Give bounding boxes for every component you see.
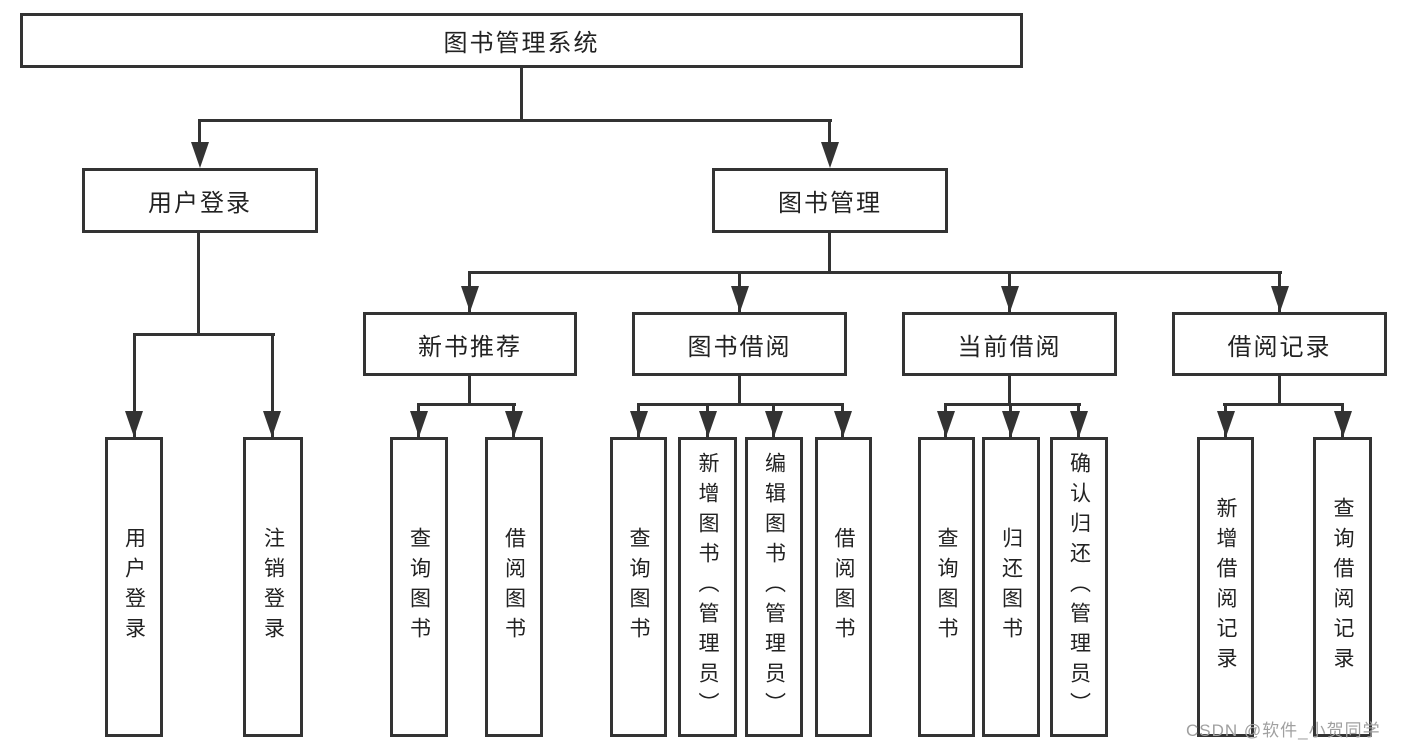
- connector-line: [417, 403, 516, 406]
- leaf-query-books-current-label: 查询图书: [935, 527, 958, 647]
- leaf-user-login-label: 用户登录: [122, 527, 146, 647]
- connector-line: [1223, 403, 1344, 406]
- arrow-down-icon: [630, 411, 648, 437]
- leaf-edit-book-admin-label: 编辑图书（管理员）: [762, 452, 786, 722]
- leaf-user-login: 用户登录: [105, 437, 163, 737]
- arrow-down-icon: [1217, 411, 1235, 437]
- connector-line: [1008, 374, 1011, 406]
- arrow-down-icon: [765, 411, 783, 437]
- node-book-borrowing-label: 图书借阅: [687, 333, 792, 361]
- node-new-book-recommendation: 新书推荐: [363, 312, 577, 376]
- connector-line: [468, 271, 1282, 274]
- leaf-borrow-books-recommend: 借阅图书: [485, 437, 543, 737]
- node-borrowing-records: 借阅记录: [1172, 312, 1387, 376]
- leaf-query-books-borrowing: 查询图书: [610, 437, 667, 737]
- arrow-down-icon: [1002, 411, 1020, 437]
- node-library-management-system-label: 图书管理系统: [443, 30, 600, 57]
- connector-line: [468, 374, 471, 406]
- leaf-query-books-recommend-label: 查询图书: [407, 527, 431, 647]
- arrow-down-icon: [937, 411, 955, 437]
- leaf-add-book-admin-label: 新增图书（管理员）: [696, 452, 719, 722]
- connector-line: [1278, 374, 1281, 406]
- connector-line: [133, 333, 275, 336]
- connector-line: [520, 68, 523, 122]
- node-current-borrowing-label: 当前借阅: [957, 333, 1062, 361]
- leaf-borrow-books-recommend-label: 借阅图书: [502, 527, 526, 647]
- leaf-query-borrow-record: 查询借阅记录: [1313, 437, 1372, 737]
- node-new-book-recommendation-label: 新书推荐: [418, 333, 522, 361]
- node-book-management: 图书管理: [712, 168, 948, 233]
- node-book-borrowing: 图书借阅: [632, 312, 847, 376]
- leaf-return-books-label: 归还图书: [999, 527, 1023, 647]
- connector-line: [198, 119, 201, 147]
- node-book-management-label: 图书管理: [778, 190, 882, 217]
- connector-line: [198, 119, 832, 122]
- leaf-confirm-return-admin-label: 确认归还（管理员）: [1067, 452, 1091, 722]
- connector-line: [197, 233, 200, 336]
- connector-line: [271, 333, 274, 437]
- arrow-down-icon: [125, 411, 143, 437]
- connector-line: [944, 403, 1081, 406]
- arrow-down-icon: [410, 411, 428, 437]
- leaf-add-borrow-record-label: 新增借阅记录: [1214, 497, 1237, 677]
- arrow-down-icon: [191, 142, 209, 168]
- connector-line: [828, 119, 831, 147]
- arrow-down-icon: [263, 411, 281, 437]
- arrow-down-icon: [699, 411, 717, 437]
- arrow-down-icon: [821, 142, 839, 168]
- leaf-add-borrow-record: 新增借阅记录: [1197, 437, 1254, 737]
- node-user-login-label: 用户登录: [148, 190, 252, 217]
- arrow-down-icon: [731, 286, 749, 312]
- arrow-down-icon: [1334, 411, 1352, 437]
- csdn-watermark: CSDN @软件_小贺同学: [1186, 721, 1381, 740]
- connector-line: [828, 233, 831, 274]
- leaf-logout-login-label: 注销登录: [261, 527, 285, 647]
- leaf-borrow-books-borrowing-label: 借阅图书: [832, 527, 855, 647]
- node-library-management-system: 图书管理系统: [20, 13, 1023, 68]
- node-current-borrowing: 当前借阅: [902, 312, 1117, 376]
- connector-line: [133, 333, 136, 437]
- leaf-add-book-admin: 新增图书（管理员）: [678, 437, 737, 737]
- arrow-down-icon: [1271, 286, 1289, 312]
- leaf-confirm-return-admin: 确认归还（管理员）: [1050, 437, 1108, 737]
- node-borrowing-records-label: 借阅记录: [1227, 333, 1332, 361]
- arrow-down-icon: [1001, 286, 1019, 312]
- leaf-return-books: 归还图书: [982, 437, 1040, 737]
- leaf-query-books-borrowing-label: 查询图书: [627, 527, 650, 647]
- leaf-logout-login: 注销登录: [243, 437, 303, 737]
- arrow-down-icon: [505, 411, 523, 437]
- node-user-login: 用户登录: [82, 168, 318, 233]
- connector-line: [738, 374, 741, 406]
- arrow-down-icon: [1070, 411, 1088, 437]
- leaf-edit-book-admin: 编辑图书（管理员）: [745, 437, 803, 737]
- leaf-query-borrow-record-label: 查询借阅记录: [1331, 497, 1354, 677]
- arrow-down-icon: [461, 286, 479, 312]
- connector-line: [637, 403, 844, 406]
- leaf-query-books-current: 查询图书: [918, 437, 975, 737]
- arrow-down-icon: [834, 411, 852, 437]
- leaf-borrow-books-borrowing: 借阅图书: [815, 437, 872, 737]
- leaf-query-books-recommend: 查询图书: [390, 437, 448, 737]
